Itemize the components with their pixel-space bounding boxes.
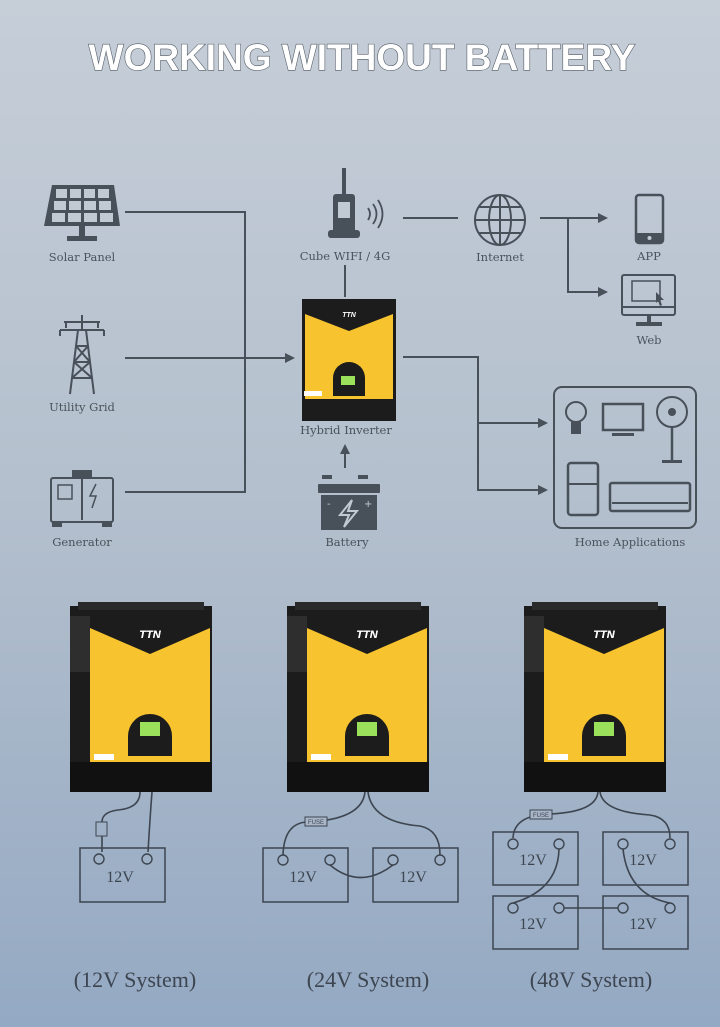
fan-icon xyxy=(656,396,688,463)
air-conditioner-icon xyxy=(608,481,692,513)
solar-panel-label: Solar Panel xyxy=(49,250,116,264)
brand-logo: TTN xyxy=(356,629,378,641)
solar-panel-icon xyxy=(44,185,120,241)
home-applications-label: Home Applications xyxy=(575,535,686,549)
svg-text:12V: 12V xyxy=(519,852,547,869)
system-label-12v: (12V System) xyxy=(74,967,196,992)
svg-text:-: - xyxy=(327,499,331,510)
hybrid-inverter-image: TTN xyxy=(302,299,396,421)
tv-icon xyxy=(601,402,645,436)
home-applications-box xyxy=(553,386,697,529)
globe-icon xyxy=(474,194,526,246)
system-label-48v: (48V System) xyxy=(530,967,652,992)
svg-text:12V: 12V xyxy=(289,869,317,886)
utility-grid-label: Utility Grid xyxy=(49,400,115,414)
web-label: Web xyxy=(636,333,661,347)
svg-text:+: + xyxy=(364,499,372,510)
app-label: APP xyxy=(636,249,661,263)
generator-icon xyxy=(50,470,114,527)
page-title: WORKING WITHOUT BATTERY xyxy=(89,37,636,78)
battery-icon: - + xyxy=(318,475,380,530)
svg-text:FUSE: FUSE xyxy=(533,813,549,819)
web-monitor-icon xyxy=(621,274,676,326)
brand-logo: TTN xyxy=(593,629,615,641)
cube-wifi-label: Cube WIFI / 4G xyxy=(300,249,391,263)
system-label-24v: (24V System) xyxy=(307,967,429,992)
phone-icon xyxy=(634,193,665,245)
internet-label: Internet xyxy=(476,250,524,264)
brand-logo: TTN xyxy=(139,629,161,641)
svg-text:12V: 12V xyxy=(629,916,657,933)
battery-label: Battery xyxy=(325,535,369,549)
svg-text:TTN: TTN xyxy=(342,312,357,319)
connection-lines xyxy=(125,211,608,495)
svg-text:12V: 12V xyxy=(106,869,134,886)
svg-text:12V: 12V xyxy=(399,869,427,886)
svg-text:FUSE: FUSE xyxy=(308,820,324,826)
svg-text:12V: 12V xyxy=(629,852,657,869)
battery-bank-12v: 12V xyxy=(79,791,166,903)
svg-text:12V: 12V xyxy=(519,916,547,933)
hybrid-inverter-label: Hybrid Inverter xyxy=(300,423,392,437)
utility-grid-icon xyxy=(59,315,105,395)
generator-label: Generator xyxy=(52,535,112,549)
battery-bank-24v: FUSE 12V 12V xyxy=(262,791,459,903)
battery-bank-48v: FUSE 12V 12V 12V 12V xyxy=(492,791,689,950)
cube-wifi-icon xyxy=(328,168,384,238)
fridge-icon xyxy=(566,461,600,517)
bulb-icon xyxy=(565,401,587,434)
